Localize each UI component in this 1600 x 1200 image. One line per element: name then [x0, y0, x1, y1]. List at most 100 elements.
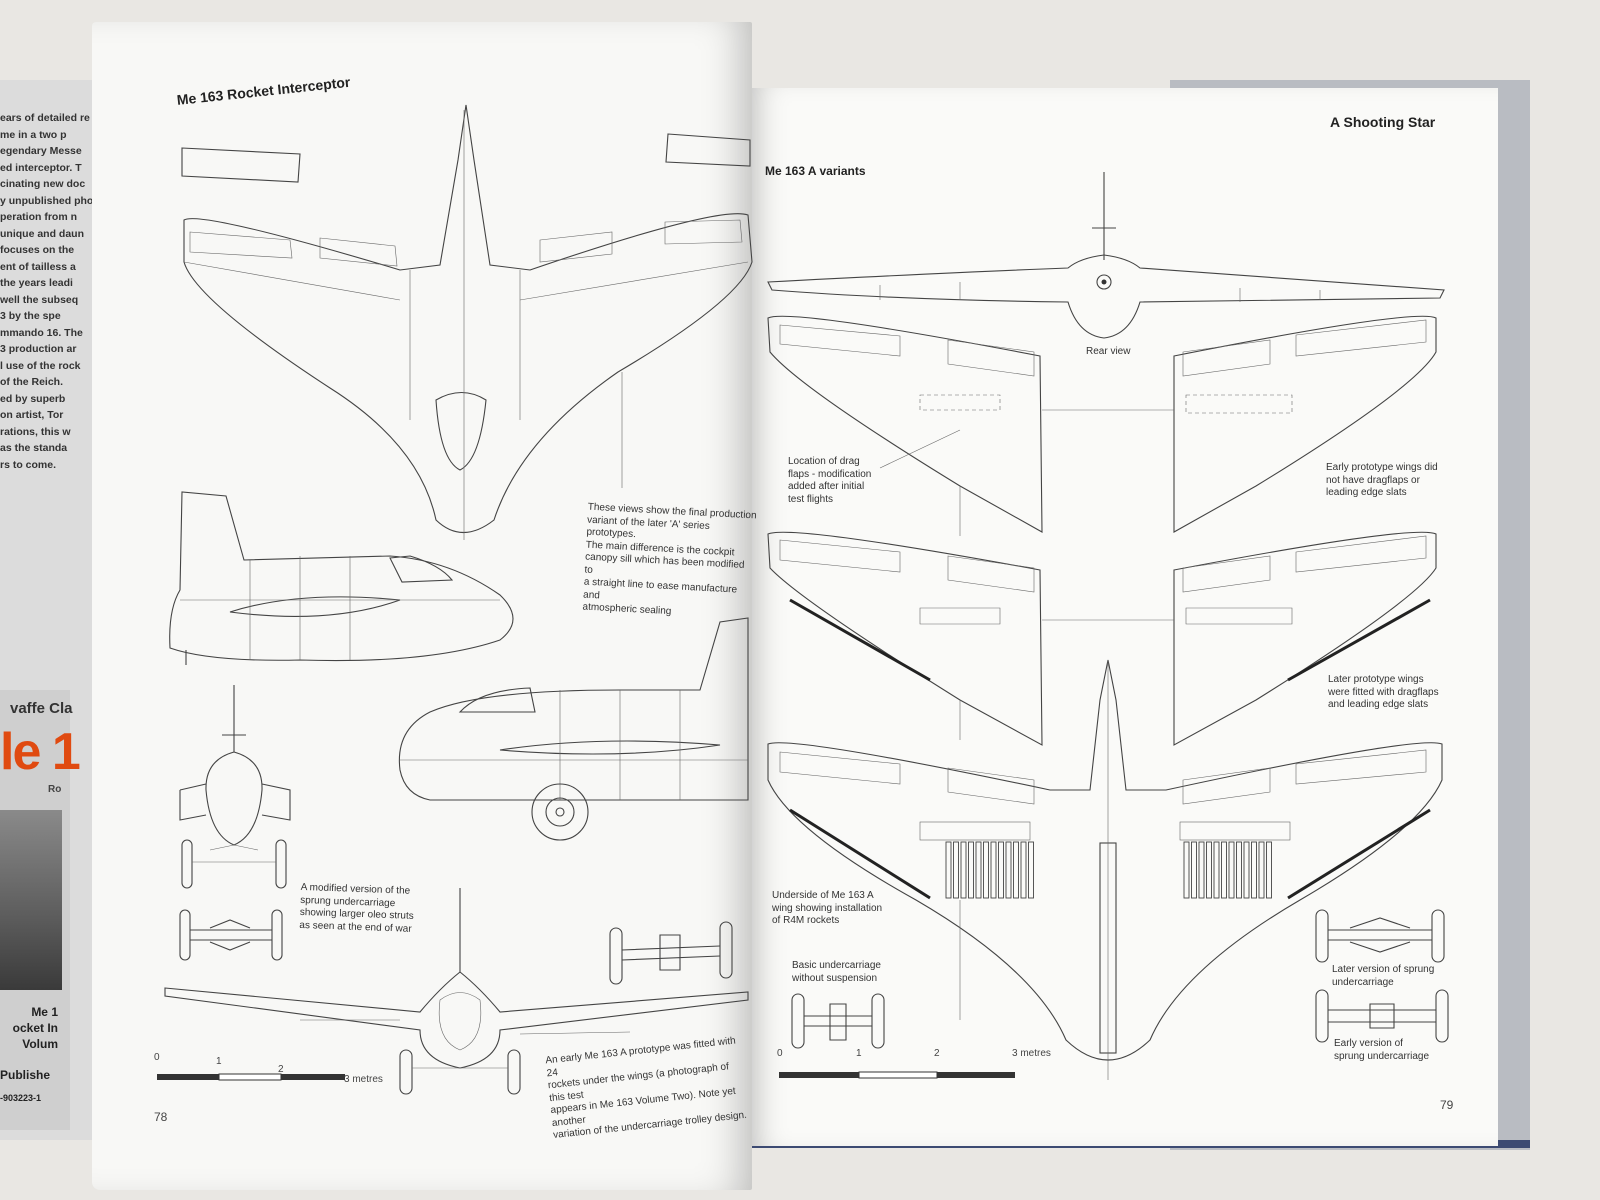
- scale-label: 1: [216, 1056, 222, 1067]
- cover-title-line: Volum: [22, 1037, 58, 1051]
- rocket-tube: [1251, 841, 1257, 899]
- cover-photo: [0, 810, 62, 990]
- rocket-tube: [1221, 841, 1227, 899]
- rocket-tube: [990, 841, 997, 899]
- blurb-line: 3 by the spe: [0, 310, 61, 322]
- wing-pair-early-drawing: [767, 315, 1437, 536]
- author-fragment: Ro: [48, 784, 62, 795]
- caption-later-sprung: Later version of sprung undercarriage: [1332, 964, 1435, 988]
- rocket-tube: [1236, 841, 1242, 899]
- rocket-tube: [945, 841, 952, 899]
- later-sprung-undercarriage-drawing: [1315, 909, 1445, 963]
- rocket-tube: [975, 841, 982, 899]
- rocket-tube: [1213, 841, 1220, 899]
- scale-label: 2: [934, 1048, 940, 1059]
- rocket-tube: [1198, 841, 1205, 899]
- left-page-number: 78: [154, 1110, 168, 1124]
- scale-label: 0: [154, 1052, 160, 1063]
- scale-label: 0: [777, 1048, 783, 1059]
- blurb-line: well the subseq: [0, 293, 79, 306]
- caption-dragflaps: Location of drag flaps - modification ad…: [788, 456, 872, 505]
- rocket-tube: [983, 841, 989, 899]
- blurb-line: peration from n: [0, 211, 78, 223]
- blurb-line: unique and daun: [0, 227, 84, 240]
- wing-pair-later-drawing: [767, 531, 1437, 746]
- rocket-tube: [1013, 841, 1019, 899]
- rocket-tube: [1258, 841, 1265, 899]
- caption-underside: Underside of Me 163 A wing showing insta…: [772, 890, 883, 926]
- trolley-drawing: [609, 921, 733, 985]
- front-view-large-drawing: [164, 888, 749, 1095]
- caption-rear-view: Rear view: [1086, 346, 1131, 357]
- blurb-line: 3 production ar: [0, 343, 77, 355]
- scale-label: 3 metres: [344, 1074, 383, 1085]
- blurb-line: rs to come.: [0, 458, 57, 471]
- scale-label: 2: [278, 1064, 284, 1075]
- blurb-line: as the standa: [0, 442, 68, 454]
- rocket-tube: [1206, 841, 1212, 899]
- blurb-line: ent of tailless a: [0, 260, 76, 273]
- rocket-tube: [968, 841, 974, 899]
- big-title-fragment: le 1: [0, 723, 81, 781]
- blurb-line: focuses on the: [0, 244, 75, 256]
- rocket-tube: [1005, 841, 1012, 899]
- side-view-drawing: [169, 491, 514, 665]
- rocket-tube: [1243, 841, 1250, 899]
- blurb-line: the years leadi: [0, 277, 73, 289]
- blurb-line: mmando 16. The: [0, 326, 83, 339]
- left-page: [92, 22, 752, 1190]
- scale-label: 1: [856, 1048, 862, 1059]
- underside-rockets-drawing: [767, 659, 1443, 1080]
- right-page-subheading: Me 163 A variants: [765, 164, 866, 178]
- caption-basic-undercarriage: Basic undercarriage without suspension: [792, 960, 881, 984]
- back-cover-blurb: ears of detailed re me in a two p egendary…: [0, 110, 92, 473]
- basic-undercarriage-drawing: [791, 993, 885, 1049]
- side-view-trolley-drawing: [398, 617, 749, 841]
- blurb-line: y unpublished pho: [0, 194, 92, 207]
- scale-label: 3 metres: [1012, 1048, 1051, 1059]
- caption-early-wings: Early prototype wings did not have dragf…: [1326, 462, 1438, 498]
- blurb-line: l use of the rock: [0, 359, 81, 372]
- front-view-drawing: [179, 685, 291, 889]
- rocket-tube: [1183, 841, 1190, 899]
- rocket-tube: [1028, 841, 1034, 899]
- rocket-tube: [953, 841, 959, 899]
- blurb-line: on artist, Tor: [0, 409, 64, 421]
- rocket-tube: [1020, 841, 1027, 899]
- blurb-line: rations, this w: [0, 425, 71, 438]
- rear-view-drawing: [767, 172, 1445, 339]
- blurb-line: ed by superb: [0, 392, 66, 405]
- plan-view-drawing: [181, 104, 753, 540]
- right-page-number: 79: [1440, 1098, 1454, 1112]
- right-page: [752, 88, 1498, 1146]
- rocket-tube: [1266, 841, 1272, 899]
- early-sprung-undercarriage-drawing: [1315, 989, 1449, 1043]
- rocket-tube: [1228, 841, 1235, 899]
- scale-bar-right: [779, 1071, 1015, 1079]
- blurb-line: me in a two p: [0, 128, 67, 141]
- caption-production: These views show the final production va…: [582, 501, 757, 618]
- rocket-tube: [1191, 841, 1197, 899]
- series-title-fragment: vaffe Cla: [10, 700, 73, 717]
- cover-title-line: ocket In: [12, 1021, 58, 1035]
- blurb-line: egendary Messe: [0, 145, 82, 157]
- cover-title-fragment: Me 1 ocket In Volum: [0, 1004, 58, 1052]
- oleo-undercarriage-drawing: [179, 909, 283, 961]
- blurb-line: ed interceptor. T: [0, 161, 82, 174]
- caption-later-wings: Later prototype wings were fitted with d…: [1328, 674, 1439, 710]
- cover-title-line: Me 1: [31, 1005, 58, 1019]
- blurb-line: of the Reich.: [0, 376, 64, 388]
- publisher-fragment: Publishe: [0, 1068, 51, 1082]
- rocket-tube: [998, 841, 1004, 899]
- blurb-line: ears of detailed re: [0, 112, 90, 124]
- scale-bar-left: [157, 1073, 345, 1081]
- caption-oleo: A modified version of the sprung underca…: [299, 881, 414, 935]
- rocket-tube: [960, 841, 967, 899]
- blurb-line: cinating new doc: [0, 178, 86, 190]
- caption-early-sprung: Early version of sprung undercarriage: [1334, 1038, 1430, 1062]
- r4m-rocket-rack: [945, 841, 1272, 899]
- right-page-heading: A Shooting Star: [1330, 114, 1436, 130]
- isbn-fragment: -903223-1: [0, 1093, 42, 1103]
